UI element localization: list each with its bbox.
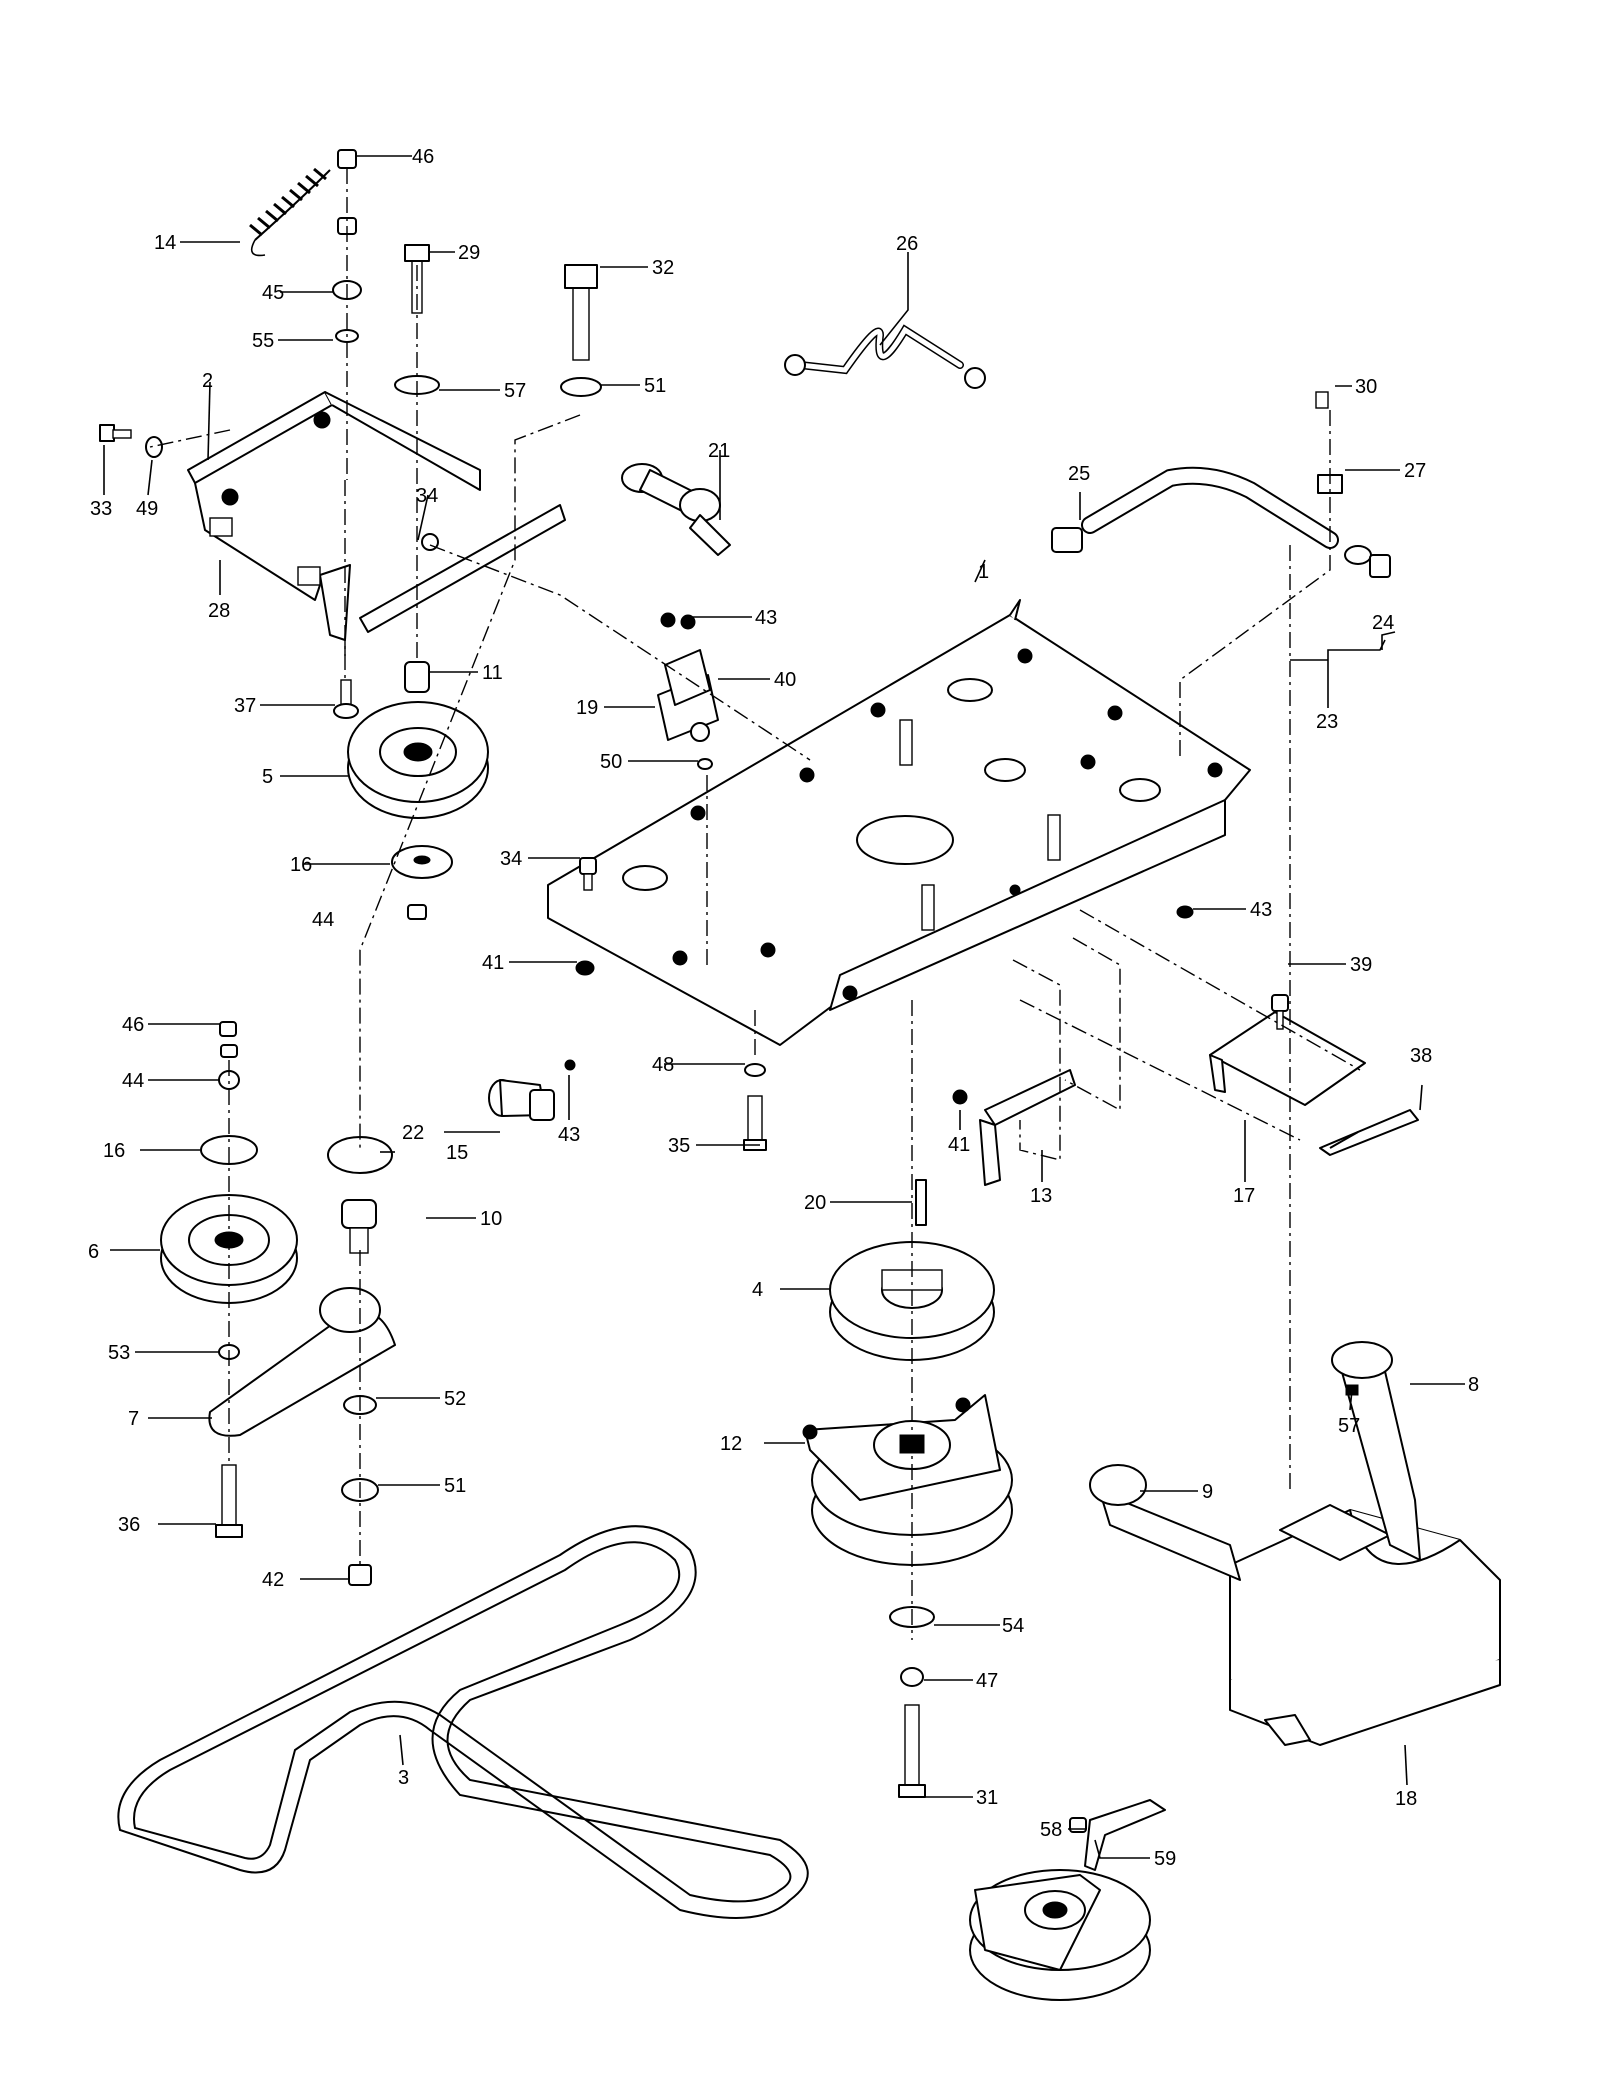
callout-54: 54: [1002, 1615, 1024, 1637]
callout-13: 13: [1030, 1185, 1052, 1207]
callout-22: 22: [402, 1122, 424, 1144]
deck-plate: [547, 599, 1251, 1046]
callout-16b: 16: [103, 1140, 125, 1162]
callout-27: 27: [1404, 460, 1426, 482]
callout-leaders: [103, 155, 1465, 1859]
callout-52: 52: [444, 1388, 466, 1410]
bracket-13: [952, 1069, 1076, 1186]
callout-43a: 43: [755, 607, 777, 629]
callout-11: 11: [482, 662, 503, 684]
callout-55: 55: [252, 330, 274, 352]
callout-15: 15: [446, 1142, 468, 1164]
callout-23: 23: [1316, 711, 1338, 733]
callout-44b: 44: [122, 1070, 144, 1092]
pto-clutch-alt: [969, 1799, 1166, 2001]
callout-18: 18: [1395, 1788, 1417, 1810]
callout-30: 30: [1355, 376, 1377, 398]
callout-45: 45: [262, 282, 284, 304]
callout-42: 42: [262, 1569, 284, 1591]
ground-cable: [784, 324, 986, 389]
callout-46a: 46: [412, 146, 434, 168]
fitting-21: [621, 463, 731, 556]
callout-5: 5: [262, 766, 273, 788]
fuel-line: [1051, 391, 1391, 578]
callout-16a: 16: [290, 854, 312, 876]
bracket-17: [1209, 994, 1419, 1156]
callout-51b: 51: [444, 1475, 466, 1497]
callout-46b: 46: [122, 1014, 144, 1036]
callout-35: 35: [668, 1135, 690, 1157]
callout-44a: 44: [312, 909, 334, 931]
callout-21: 21: [708, 440, 730, 462]
callout-labels: 1 2 3 4 5 6 7 8 9 10 11 12 13 14 15 16 1…: [88, 146, 1479, 1870]
callout-53: 53: [108, 1342, 130, 1364]
callout-43b: 43: [1250, 899, 1272, 921]
callout-19: 19: [576, 697, 598, 719]
callout-34b: 34: [500, 848, 522, 870]
callout-26: 26: [896, 233, 918, 255]
callout-37: 37: [234, 695, 256, 717]
callout-57a: 57: [504, 380, 526, 402]
solenoid: [657, 612, 719, 770]
callout-29: 29: [458, 242, 480, 264]
callout-47: 47: [976, 1670, 998, 1692]
pto-clutch: [802, 1394, 1013, 1566]
callout-3: 3: [398, 1767, 409, 1789]
callout-33: 33: [90, 498, 112, 520]
callout-36: 36: [118, 1514, 140, 1536]
callout-17: 17: [1233, 1185, 1255, 1207]
spring: [249, 167, 331, 257]
callout-50: 50: [600, 751, 622, 773]
callout-43c: 43: [558, 1124, 580, 1146]
callout-41b: 41: [948, 1134, 970, 1156]
callout-34a: 34: [416, 485, 438, 507]
callout-25: 25: [1068, 463, 1090, 485]
callout-4: 4: [752, 1279, 763, 1301]
fastener-stack-top: [332, 149, 602, 397]
muffler: [1089, 1341, 1501, 1746]
drive-belt: [117, 1525, 809, 1919]
idler-bracket: [187, 391, 566, 641]
callout-49: 49: [136, 498, 158, 520]
callout-10: 10: [480, 1208, 502, 1230]
idler-pulley-upper: [333, 661, 489, 920]
callout-40: 40: [774, 669, 796, 691]
callout-2: 2: [202, 370, 213, 392]
callout-32: 32: [652, 257, 674, 279]
callout-20: 20: [804, 1192, 826, 1214]
callout-7: 7: [128, 1408, 139, 1430]
callout-8: 8: [1468, 1374, 1479, 1396]
bolt-33: [99, 424, 163, 458]
callout-38: 38: [1410, 1045, 1432, 1067]
callout-12: 12: [720, 1433, 742, 1455]
callout-9: 9: [1202, 1481, 1213, 1503]
callout-57b: 57: [1338, 1415, 1360, 1437]
callout-39: 39: [1350, 954, 1372, 976]
callout-58: 58: [1040, 1819, 1062, 1841]
clutch-fasteners: [889, 1606, 935, 1798]
callout-51a: 51: [644, 375, 666, 397]
callout-48: 48: [652, 1054, 674, 1076]
callout-28: 28: [208, 600, 230, 622]
assembly-lines: [149, 168, 1361, 1640]
callout-1: 1: [978, 561, 989, 583]
callout-59: 59: [1154, 1848, 1176, 1870]
elbow-fitting: [488, 1059, 576, 1121]
callout-31: 31: [976, 1787, 998, 1809]
callout-24: 24: [1372, 612, 1394, 634]
callout-6: 6: [88, 1241, 99, 1263]
callout-41a: 41: [482, 952, 504, 974]
callout-14: 14: [154, 232, 176, 254]
